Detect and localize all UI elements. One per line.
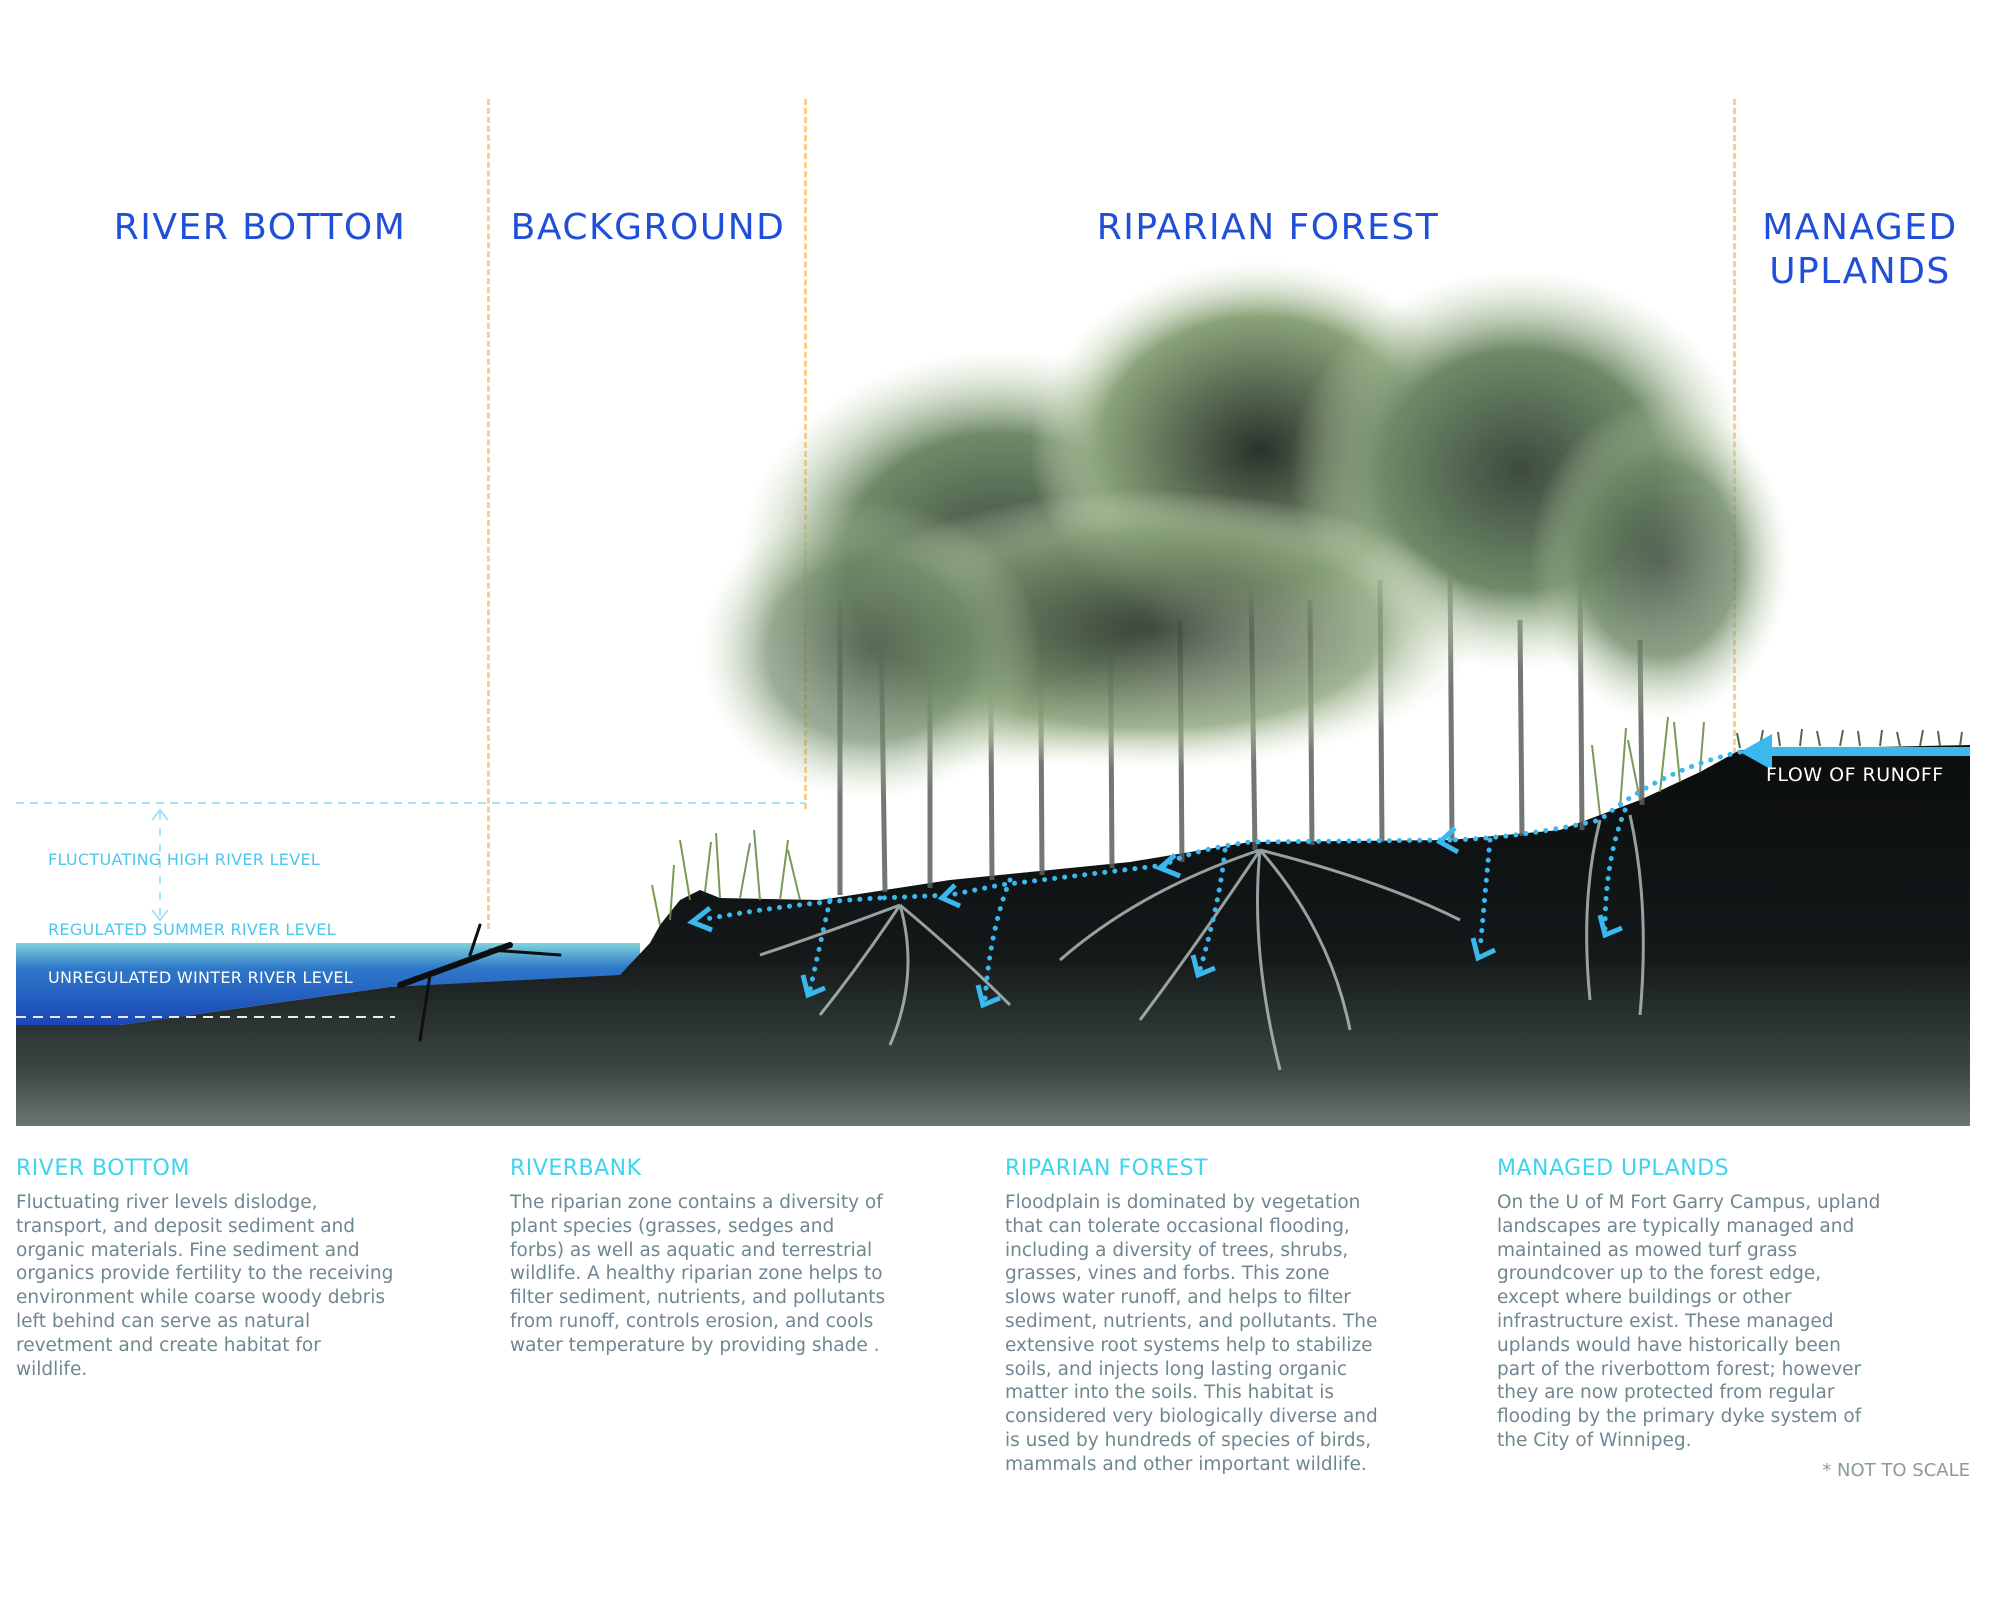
tree-canopy [700, 260, 1790, 800]
label-fluctuating-high-river-level: FLUCTUATING HIGH RIVER LEVEL [48, 850, 321, 869]
caption-body: On the U of M Fort Garry Campus, upland … [1497, 1192, 1881, 1451]
caption-riparian-forest: RIPARIAN FOREST Floodplain is dominated … [1005, 1156, 1385, 1477]
zone-title-line2: UPLANDS [1769, 251, 1951, 292]
runoff-flow-paths [697, 749, 1743, 1003]
caption-body: Fluctuating river levels dislodge, trans… [16, 1192, 394, 1380]
caption-heading: RIVER BOTTOM [16, 1156, 190, 1181]
river-water [16, 943, 640, 1025]
caption-heading: MANAGED UPLANDS [1497, 1156, 1730, 1181]
caption-riverbank: RIVERBANK The riparian zone contains a d… [510, 1156, 890, 1358]
label-unregulated-winter-river-level: UNREGULATED WINTER RIVER LEVEL [48, 968, 353, 987]
driftwood [397, 923, 562, 1042]
zone-title-riparian-forest: RIPARIAN FOREST [1096, 207, 1440, 248]
runoff-arrow [1740, 734, 1970, 770]
soil-profile [16, 745, 1970, 1126]
zone-divider-1 [487, 99, 490, 929]
caption-body: Floodplain is dominated by vegetation th… [1005, 1192, 1378, 1475]
zone-title-managed-uplands: MANAGED UPLANDS [1745, 206, 1975, 294]
caption-heading: RIVERBANK [510, 1156, 642, 1181]
caption-river-bottom: RIVER BOTTOM Fluctuating river levels di… [16, 1156, 396, 1381]
caption-body: The riparian zone contains a diversity o… [510, 1192, 886, 1356]
label-regulated-summer-river-level: REGULATED SUMMER RIVER LEVEL [48, 920, 336, 939]
root-systems [759, 814, 1645, 1071]
caption-heading: RIPARIAN FOREST [1005, 1156, 1209, 1181]
label-flow-of-runoff: FLOW OF RUNOFF [1766, 764, 1944, 786]
zone-title-river-bottom: RIVER BOTTOM [113, 207, 407, 248]
grasses [651, 716, 1963, 926]
zone-title-background: BACKGROUND [510, 207, 786, 248]
caption-managed-uplands: MANAGED UPLANDS On the U of M Fort Garry… [1497, 1156, 1882, 1453]
not-to-scale-note: * NOT TO SCALE [1822, 1460, 1970, 1481]
zone-title-line1: MANAGED [1762, 207, 1958, 248]
riparian-section-illustration [16, 260, 1970, 1126]
runoff-arrowheads [687, 826, 1623, 1009]
